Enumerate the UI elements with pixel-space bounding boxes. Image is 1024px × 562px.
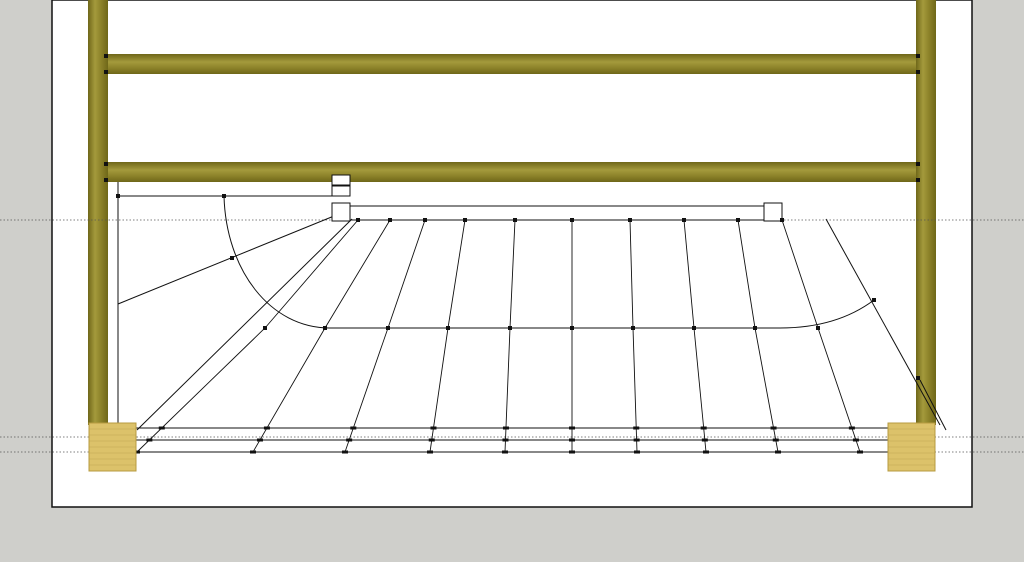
horizontal-beam-middle[interactable] xyxy=(106,162,918,182)
vertex-marker xyxy=(446,326,450,330)
vertex-marker xyxy=(570,326,574,330)
vertex-marker xyxy=(388,218,392,222)
vertex-marker xyxy=(104,70,108,74)
vertex-marker xyxy=(916,54,920,58)
vertex-marker xyxy=(104,162,108,166)
vertex-marker xyxy=(158,426,165,430)
vertex-marker xyxy=(428,438,435,442)
vertex-marker xyxy=(430,426,437,430)
vertex-marker xyxy=(701,438,708,442)
vertex-marker xyxy=(857,450,863,454)
vertex-marker xyxy=(569,426,575,430)
vertex-marker xyxy=(848,426,855,430)
vertex-marker xyxy=(350,426,357,430)
vertex-marker xyxy=(569,450,575,454)
vertex-marker xyxy=(116,194,120,198)
vertex-marker xyxy=(770,426,777,430)
vertex-marker xyxy=(634,450,640,454)
vertex-marker xyxy=(356,218,360,222)
vertex-marker xyxy=(386,326,390,330)
vertical-beam-left[interactable] xyxy=(88,0,108,425)
vertex-marker xyxy=(323,326,327,330)
vertex-marker xyxy=(916,376,920,380)
vertex-marker xyxy=(346,438,353,442)
newel-blocks[interactable] xyxy=(331,174,783,222)
vertex-marker xyxy=(872,298,876,302)
newel-block-left-low[interactable] xyxy=(331,202,351,222)
vertex-marker xyxy=(502,426,509,430)
vertex-marker xyxy=(682,218,686,222)
winder-line-2[interactable] xyxy=(136,218,353,431)
vertex-marker xyxy=(502,438,509,442)
vertex-marker xyxy=(916,70,920,74)
vertex-marker xyxy=(569,438,575,442)
horizontal-beam-top[interactable] xyxy=(106,54,918,74)
winder-line-3[interactable] xyxy=(825,218,941,426)
vertex-marker xyxy=(628,218,632,222)
vertex-marker xyxy=(263,426,270,430)
vertex-marker xyxy=(570,218,574,222)
vertex-marker xyxy=(342,450,348,454)
vertex-marker xyxy=(700,426,707,430)
vertex-marker xyxy=(502,450,508,454)
vertex-marker xyxy=(427,450,433,454)
newel-block-left-top[interactable] xyxy=(331,174,351,186)
vertex-marker xyxy=(916,162,920,166)
vertex-marker xyxy=(508,326,512,330)
vertex-marker xyxy=(633,438,640,442)
winder-line-1[interactable] xyxy=(117,215,335,305)
vertex-marker xyxy=(250,450,256,454)
newel-block-right[interactable] xyxy=(763,202,783,222)
vertex-marker xyxy=(631,326,635,330)
vertex-marker xyxy=(736,218,740,222)
vertex-marker xyxy=(256,438,263,442)
vertex-marker xyxy=(780,218,784,222)
vertex-marker xyxy=(423,218,427,222)
vertex-marker xyxy=(134,450,140,454)
vertex-marker xyxy=(633,426,640,430)
vertex-marker xyxy=(852,438,859,442)
vertex-marker xyxy=(775,450,781,454)
vertex-marker xyxy=(104,54,108,58)
vertex-marker xyxy=(104,178,108,182)
vertex-marker xyxy=(146,438,153,442)
corner-post-left[interactable] xyxy=(88,422,137,472)
vertex-marker xyxy=(772,438,779,442)
corner-post-right[interactable] xyxy=(887,422,936,472)
vertical-beam-right[interactable] xyxy=(916,0,936,425)
vertex-marker xyxy=(692,326,696,330)
vertex-marker xyxy=(753,326,757,330)
vertex-marker xyxy=(230,256,234,260)
drawing-sheet xyxy=(51,0,973,508)
vertex-marker xyxy=(916,178,920,182)
newel-block-left-mid[interactable] xyxy=(331,185,351,197)
vertex-markers xyxy=(104,54,920,454)
vertex-marker xyxy=(222,194,226,198)
winder-tail[interactable] xyxy=(919,379,947,431)
vertex-marker xyxy=(703,450,709,454)
vertex-marker xyxy=(263,326,267,330)
vertex-marker xyxy=(513,218,517,222)
vertex-marker xyxy=(816,326,820,330)
vertex-marker xyxy=(463,218,467,222)
